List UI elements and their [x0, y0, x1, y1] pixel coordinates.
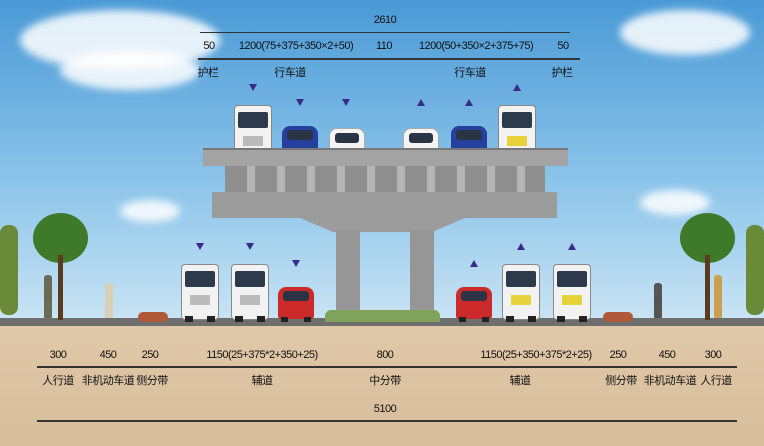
ground-label: 非机动车道 — [643, 375, 697, 387]
upper-dim: 1200(75+375+350×2+50) — [238, 40, 354, 52]
pier-cap-haunch — [300, 218, 465, 232]
ground-total-width: 5100 — [373, 403, 397, 415]
ground-dim: 450 — [658, 349, 676, 361]
bus — [502, 264, 540, 322]
ground-label: 人行道 — [700, 375, 732, 387]
direction-arrow-down-icon — [196, 243, 204, 250]
bridge-pier — [336, 230, 360, 318]
cyclist — [105, 283, 113, 318]
truck — [231, 264, 269, 322]
ground-label: 非机动车道 — [81, 375, 135, 387]
tree — [680, 213, 735, 263]
ground-dim: 250 — [609, 349, 627, 361]
ground-label: 侧分带 — [605, 375, 637, 387]
direction-arrow-down-icon — [342, 99, 350, 106]
cloud — [120, 200, 180, 222]
direction-arrow-up-icon — [470, 260, 478, 267]
direction-arrow-down-icon — [296, 99, 304, 106]
road-surface — [0, 318, 764, 326]
upper-dim: 1200(50+350×2+375+75) — [418, 40, 534, 52]
bridge-deck — [203, 148, 568, 166]
car — [456, 287, 492, 322]
side-planting — [603, 312, 633, 322]
cloud — [60, 50, 200, 90]
direction-arrow-down-icon — [292, 260, 300, 267]
direction-arrow-up-icon — [513, 84, 521, 91]
bridge-pier — [410, 230, 434, 318]
bus — [553, 264, 591, 322]
dimension-line — [200, 32, 570, 33]
bridge-girders — [225, 166, 545, 192]
ground-label: 人行道 — [42, 375, 74, 387]
cloud — [620, 10, 750, 55]
car — [278, 287, 314, 322]
pier-cap-beam — [212, 192, 557, 218]
upper-label: 行车道 — [274, 67, 306, 79]
upper-label: 行车道 — [454, 67, 486, 79]
upper-dim: 50 — [203, 40, 215, 52]
upper-label: 护栏 — [197, 67, 220, 79]
ground-dim: 1150(25+375*2+350+25) — [206, 349, 318, 361]
truck — [181, 264, 219, 322]
tree-trunk — [705, 255, 710, 320]
tree — [33, 213, 88, 263]
dimension-line — [37, 366, 737, 368]
shrub — [0, 225, 18, 315]
ground-label: 辅道 — [251, 375, 274, 387]
direction-arrow-down-icon — [249, 84, 257, 91]
direction-arrow-up-icon — [517, 243, 525, 250]
ground-dim: 800 — [376, 349, 394, 361]
side-planting — [138, 312, 168, 322]
upper-dim: 110 — [375, 40, 393, 52]
median-planting — [325, 310, 440, 322]
upper-label: 护栏 — [551, 67, 574, 79]
direction-arrow-up-icon — [465, 99, 473, 106]
ground-label: 辅道 — [509, 375, 532, 387]
ground-dim: 250 — [141, 349, 159, 361]
ground-dim: 300 — [49, 349, 67, 361]
pedestrian — [44, 275, 52, 318]
direction-arrow-down-icon — [246, 243, 254, 250]
cloud — [640, 190, 710, 215]
ground-dim: 450 — [99, 349, 117, 361]
ground-dim: 300 — [704, 349, 722, 361]
dimension-line — [37, 420, 737, 422]
upper-total-width: 2610 — [373, 14, 397, 26]
ground-dim: 1150(25+350+375*2+25) — [480, 349, 592, 361]
direction-arrow-up-icon — [417, 99, 425, 106]
dimension-line — [198, 58, 580, 60]
tree-trunk — [58, 255, 63, 320]
upper-dim: 50 — [557, 40, 569, 52]
direction-arrow-up-icon — [568, 243, 576, 250]
pedestrian — [714, 275, 722, 318]
ground-label: 中分带 — [369, 375, 401, 387]
cyclist — [654, 283, 662, 318]
ground — [0, 322, 764, 446]
shrub — [746, 225, 764, 315]
ground-label: 侧分带 — [136, 375, 168, 387]
